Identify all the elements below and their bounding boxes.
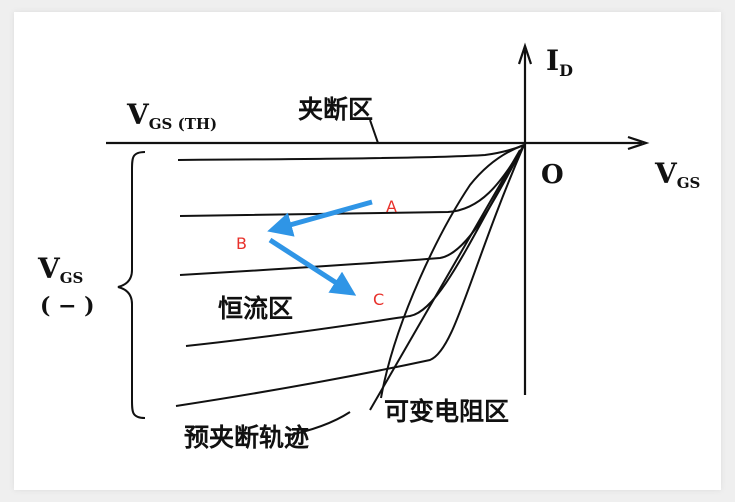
axes (106, 42, 650, 395)
x-axis-arrowhead (627, 135, 650, 151)
curve-5 (175, 144, 525, 407)
vgs-negative-label: VGS (37, 252, 83, 287)
variable-resistance-region-label: 可变电阻区 (384, 397, 509, 426)
origin-label: O (541, 160, 564, 190)
leader-variable-resistance (369, 149, 521, 411)
pre-pinch-off-locus-line (380, 144, 525, 399)
leader-pinch-off (369, 119, 379, 144)
vgs-negative-sign: ( − ) (40, 293, 95, 319)
leader-pre-pinch-off (284, 411, 351, 437)
marker-c: C (373, 290, 384, 309)
annotation-arrows (267, 199, 373, 296)
pinch-off-region-label: 夹断区 (298, 95, 373, 124)
constant-current-region-label: 恒流区 (218, 294, 293, 323)
y-axis-label: ID (546, 44, 573, 80)
vgs-bracket (117, 151, 146, 419)
marker-a: A (386, 197, 397, 216)
curve-1 (177, 144, 525, 161)
arrow-a-to-b (267, 199, 373, 237)
characteristic-curves (175, 119, 525, 437)
pre-pinch-off-locus-label: 预夹断轨迹 (184, 423, 309, 452)
x-axis-label: VGS (654, 157, 700, 192)
curve-4 (185, 144, 525, 347)
vgs-th-label: VGS (TH) (126, 98, 217, 133)
y-axis-arrowhead (517, 42, 533, 65)
arrow-b-to-c (268, 237, 357, 296)
marker-b: B (236, 234, 247, 253)
